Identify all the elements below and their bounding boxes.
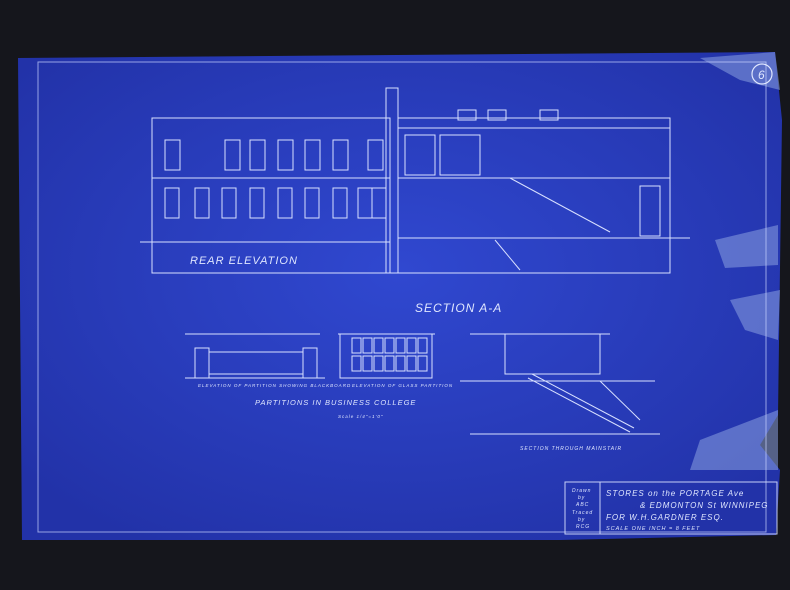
window <box>277 187 293 219</box>
drawing-border <box>37 61 767 533</box>
title-line-3: FOR W.H.GARDNER ESQ. <box>606 513 724 522</box>
window <box>249 187 265 219</box>
blueprint-paper <box>18 52 782 540</box>
mainstair-section-drawing <box>460 333 660 435</box>
window <box>304 187 320 219</box>
glass-pane <box>417 355 428 372</box>
window <box>164 139 181 171</box>
glass-pane <box>362 337 373 354</box>
mainstair-label: SECTION THROUGH MAINSTAIR <box>520 446 622 452</box>
partition-glass-label: ELEVATION OF GLASS PARTITION <box>352 383 453 388</box>
rear-elevation-drawing <box>140 87 399 274</box>
glass-pane <box>373 337 384 354</box>
window <box>224 139 241 171</box>
window <box>249 139 266 171</box>
glass-pane <box>406 355 417 372</box>
section-a-a-label: SECTION A-A <box>415 301 502 315</box>
window <box>332 187 348 219</box>
partitions-scale: Scale 1/4"=1'0" <box>338 414 383 419</box>
glass-pane <box>351 337 362 354</box>
window <box>164 187 180 219</box>
window <box>304 139 321 171</box>
partition-blackboard-drawing <box>185 333 325 379</box>
window <box>367 139 384 171</box>
glass-pane <box>395 337 406 354</box>
title-line-2: & EDMONTON St WINNIPEG <box>640 501 769 510</box>
glass-pane <box>384 355 395 372</box>
glass-pane <box>417 337 428 354</box>
glass-pane <box>351 355 362 372</box>
window <box>194 187 210 219</box>
window <box>277 139 294 171</box>
traced-by: Traced by RCG <box>572 510 596 530</box>
glass-pane <box>384 337 395 354</box>
title-block <box>564 481 778 535</box>
sheet-number: 6 <box>758 68 766 82</box>
drawn-by: Drawn by ABC <box>572 488 594 508</box>
torn-edge <box>690 52 780 470</box>
window <box>221 187 237 219</box>
title-line-4: SCALE ONE INCH = 8 FEET <box>606 526 700 532</box>
glass-pane <box>362 355 373 372</box>
window <box>332 139 349 171</box>
section-a-a-drawing <box>397 109 690 274</box>
partitions-title: PARTITIONS IN BUSINESS COLLEGE <box>255 398 416 407</box>
partition-blackboard-label: ELEVATION OF PARTITION SHOWING BLACKBOAR… <box>198 383 351 388</box>
sheet-number-circle <box>751 63 773 85</box>
glass-pane <box>395 355 406 372</box>
glass-pane <box>373 355 384 372</box>
window <box>371 187 387 219</box>
glass-pane <box>406 337 417 354</box>
title-line-1: STORES on the PORTAGE Ave <box>606 489 744 498</box>
partition-glass-drawing <box>338 333 435 379</box>
rear-elevation-label: REAR ELEVATION <box>190 255 298 267</box>
